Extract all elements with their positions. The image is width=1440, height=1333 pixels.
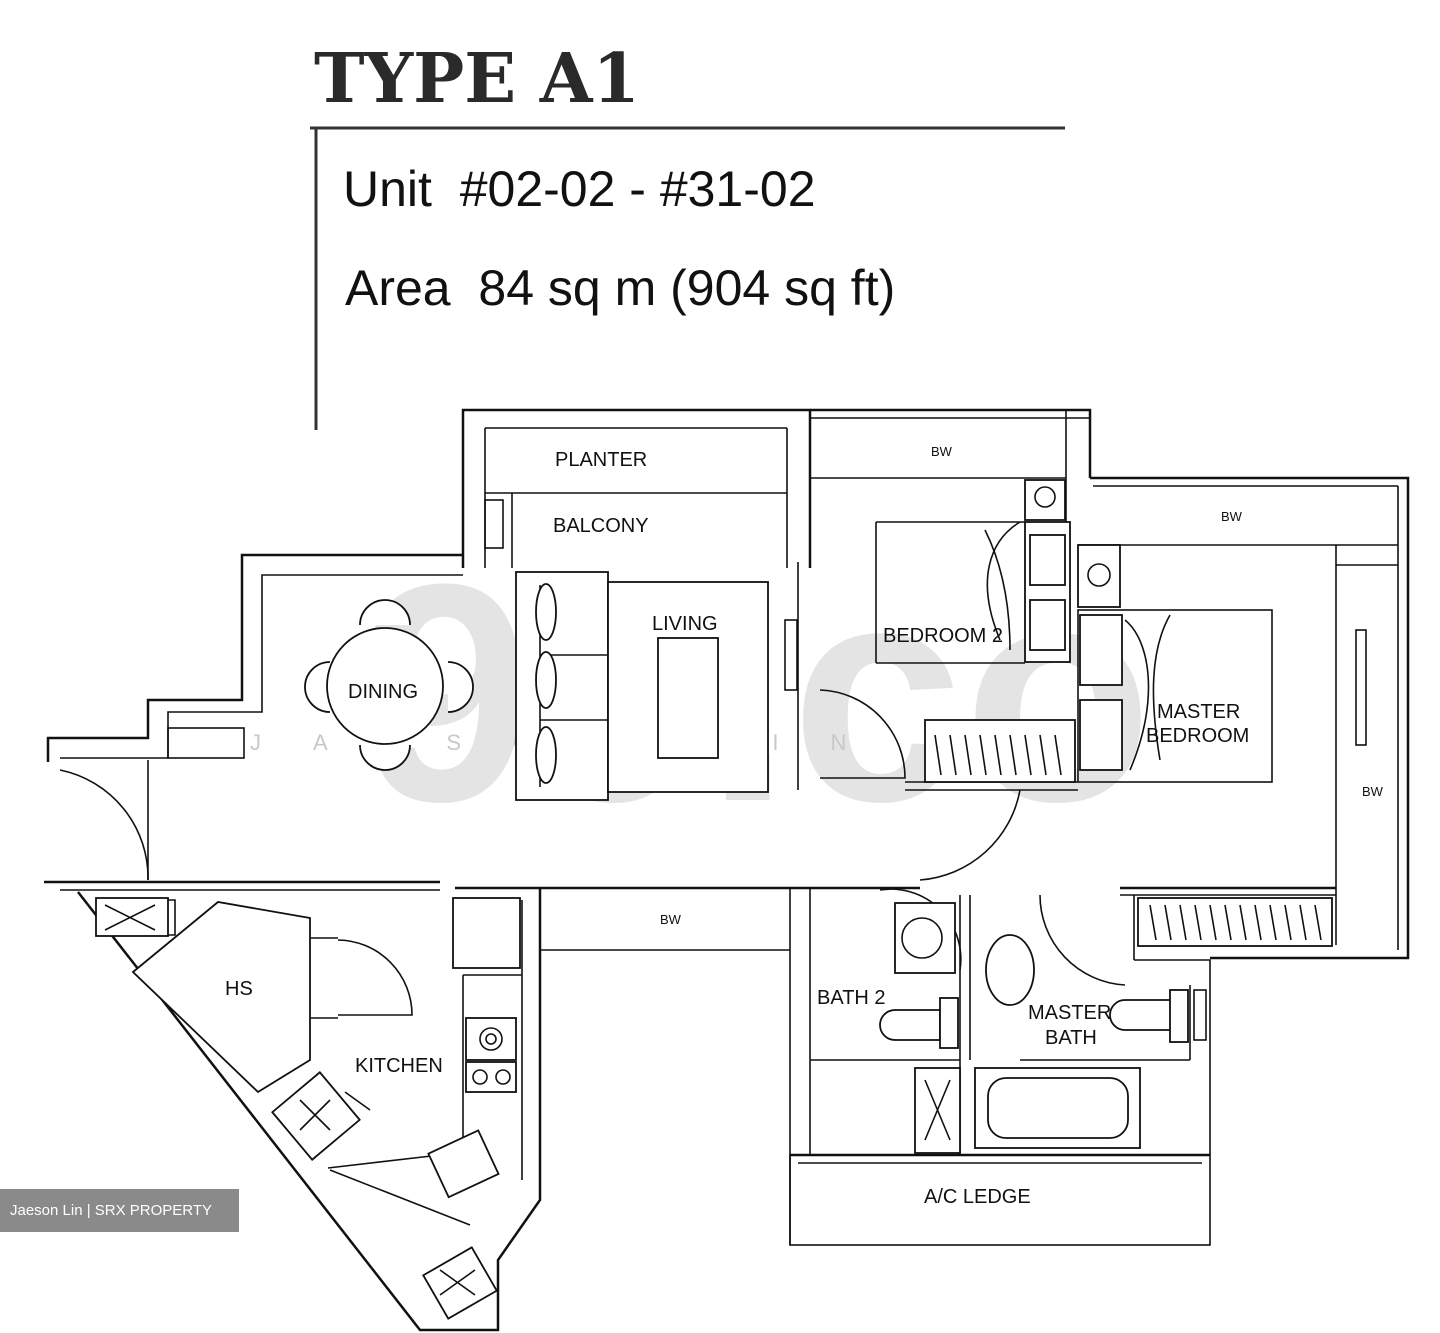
label-bw-corridor: BW (660, 912, 682, 927)
kitchen-fixtures (95, 897, 521, 1320)
outer-walls (44, 408, 1410, 1332)
unit-area: Area 84 sq m (904 sq ft) (345, 260, 895, 316)
windows (484, 499, 1367, 1041)
label-bw-bedroom2: BW (931, 444, 953, 459)
label-master-bath-2: BATH (1045, 1027, 1097, 1049)
plan-title: TYPE A1 (314, 39, 640, 119)
dining-set (304, 599, 474, 771)
living-furniture (515, 571, 769, 801)
label-bw-master: BW (1221, 509, 1243, 524)
label-master-bedroom-2: BEDROOM (1146, 725, 1249, 747)
label-balcony: BALCONY (553, 515, 649, 537)
room-labels: PLANTER BALCONY LIVING DINING BEDROOM 2 … (225, 444, 1384, 1208)
label-master-bath-1: MASTER (1028, 1002, 1111, 1024)
bedroom-furniture (924, 479, 1333, 947)
photo-credit-badge: Jaeson Lin | SRX PROPERTY (0, 1189, 239, 1232)
label-living: LIVING (652, 613, 718, 635)
label-bedroom-2: BEDROOM 2 (883, 625, 1003, 647)
label-dining: DINING (348, 681, 418, 703)
unit-numbers: Unit #02-02 - #31-02 (343, 161, 816, 217)
label-bath-2: BATH 2 (817, 987, 886, 1009)
doors (59, 689, 1126, 1016)
label-kitchen: KITCHEN (355, 1055, 443, 1077)
label-planter: PLANTER (555, 449, 647, 471)
label-bw-right: BW (1362, 784, 1384, 799)
label-ac-ledge: A/C LEDGE (924, 1186, 1031, 1208)
bath-fixtures (879, 902, 1189, 1154)
label-master-bedroom-1: MASTER (1157, 701, 1240, 723)
label-hs: HS (225, 978, 253, 1000)
